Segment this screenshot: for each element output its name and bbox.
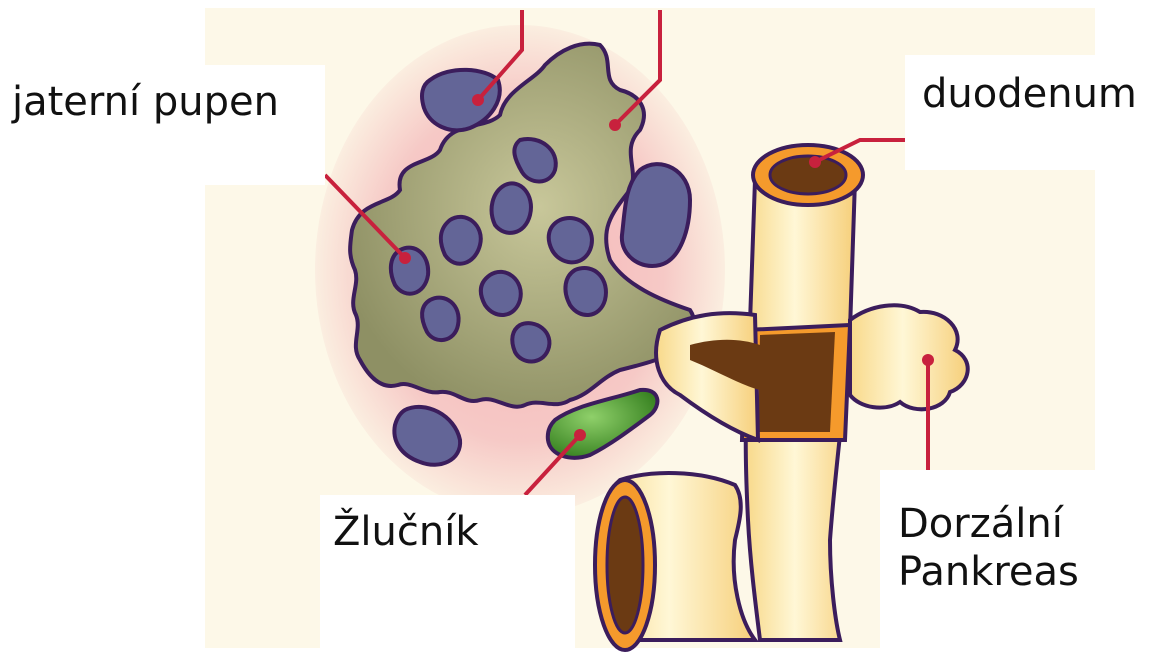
label-dorsal-pancreas-line2: Pankreas: [898, 548, 1079, 596]
label-liver-bud: jaterní pupen: [12, 78, 279, 126]
label-dorsal-pancreas: Dorzální Pankreas: [898, 500, 1079, 596]
label-duodenum: duodenum: [922, 70, 1137, 118]
label-gallbladder: Žlučník: [333, 508, 479, 556]
label-dorsal-pancreas-line1: Dorzální: [898, 500, 1079, 548]
dorsal-pancreas: [850, 305, 968, 409]
